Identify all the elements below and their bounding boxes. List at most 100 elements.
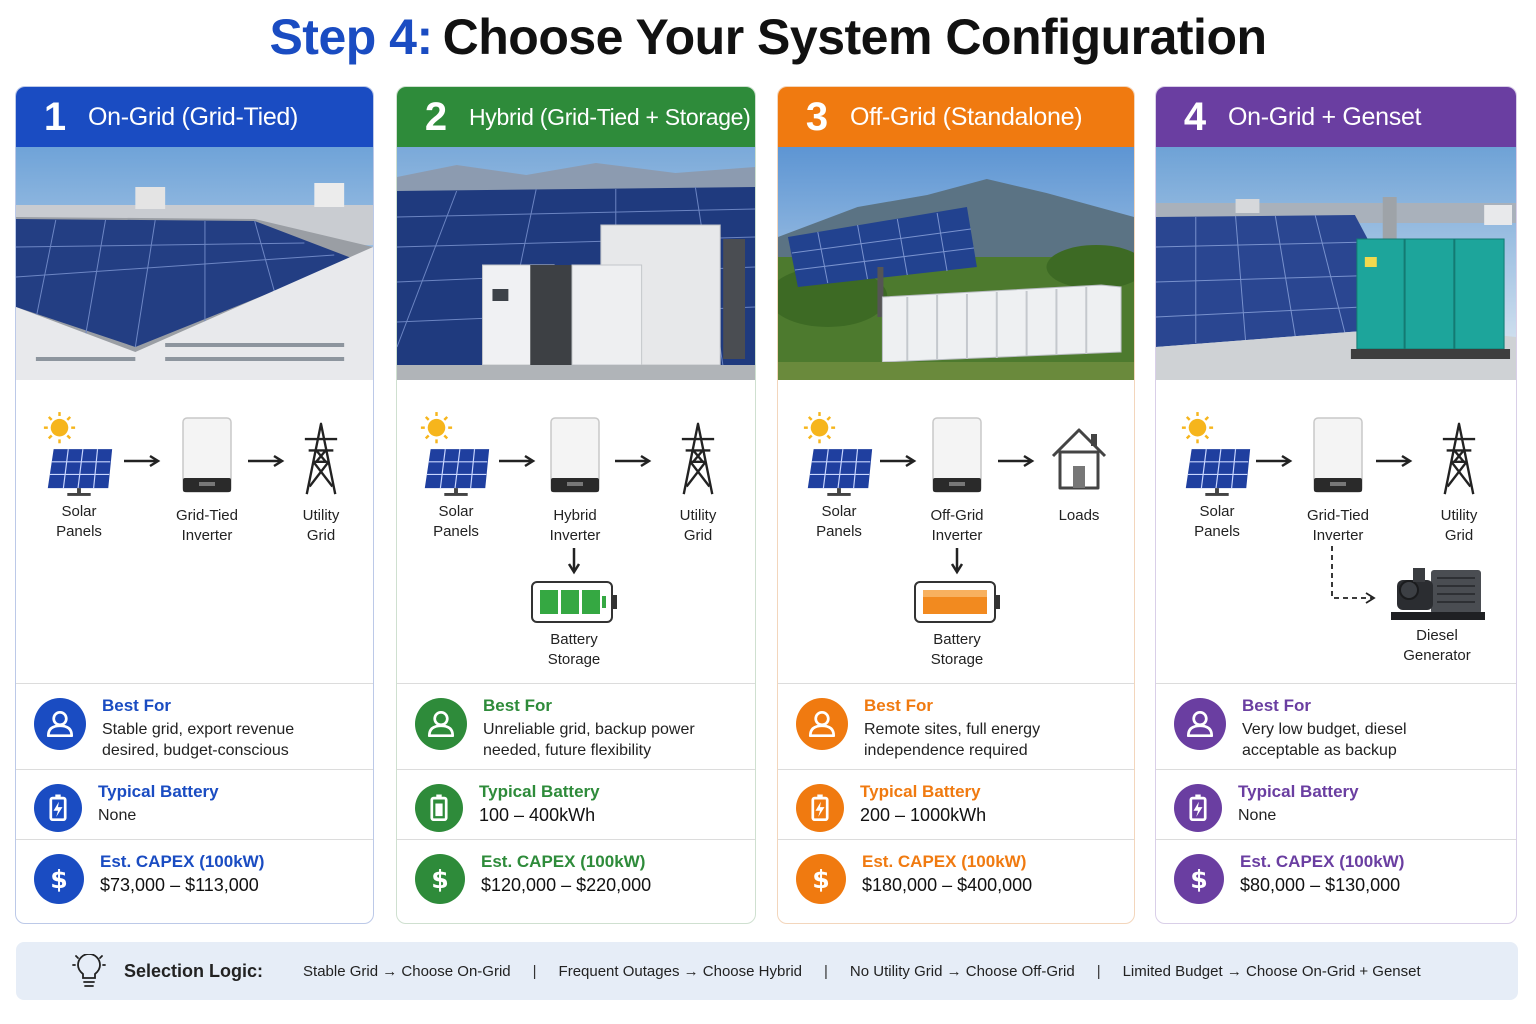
card-title: Hybrid (Grid-Tied + Storage) bbox=[469, 103, 751, 130]
best-for-text: Unreliable grid, backup power needed, fu… bbox=[483, 721, 695, 759]
logic-item-on-grid: Stable Grid → Choose On-Grid bbox=[303, 962, 511, 980]
capex-value: $120,000 – $220,000 bbox=[481, 875, 652, 895]
arrow-down-icon bbox=[567, 548, 581, 575]
battery-bolt-icon bbox=[1174, 784, 1222, 832]
transmission-tower-icon bbox=[673, 420, 723, 496]
selection-logic-title: Selection Logic: bbox=[124, 960, 264, 981]
person-icon bbox=[796, 698, 848, 750]
card-number: 3 bbox=[805, 94, 829, 139]
arrow-right-icon bbox=[880, 454, 917, 468]
dollar-icon bbox=[796, 854, 846, 904]
arrow-right-icon bbox=[1376, 454, 1413, 468]
off-grid-container-photo bbox=[778, 147, 1134, 380]
battery-label: Typical Battery bbox=[98, 782, 219, 801]
card-number: 4 bbox=[1183, 94, 1207, 139]
logic-item-off-grid: No Utility Grid → Choose Off-Grid bbox=[849, 962, 1075, 980]
best-for-text: Very low budget, diesel acceptable as ba… bbox=[1242, 721, 1407, 759]
inverter-icon bbox=[927, 416, 987, 496]
arrow-down-icon bbox=[950, 548, 964, 575]
arrow-right-icon bbox=[1256, 454, 1293, 468]
best-for-label: Best For bbox=[483, 696, 552, 715]
inverter-icon bbox=[177, 416, 237, 496]
solar-with-genset-photo bbox=[1156, 147, 1516, 380]
battery-row: Typical Battery 200 – 1000kWh bbox=[778, 770, 1134, 840]
battery-icon bbox=[415, 784, 463, 832]
solar-panel-icon bbox=[40, 410, 118, 498]
page-title: Step 4:Choose Your System Configuration bbox=[0, 8, 1536, 66]
inverter-icon bbox=[545, 416, 605, 496]
transmission-tower-icon bbox=[296, 420, 346, 496]
capex-label: Est. CAPEX (100kW) bbox=[1240, 852, 1405, 871]
battery-bolt-icon bbox=[34, 784, 82, 832]
arrow-right-icon bbox=[998, 454, 1035, 468]
battery-value: None bbox=[98, 807, 137, 824]
step-label: Step 4: bbox=[269, 9, 433, 65]
dollar-icon bbox=[34, 854, 84, 904]
house-icon bbox=[1049, 424, 1109, 494]
card-title: On-Grid + Genset bbox=[1228, 102, 1422, 131]
capex-label: Est. CAPEX (100kW) bbox=[862, 852, 1027, 871]
logic-separator: | bbox=[1096, 962, 1101, 980]
battery-label: Typical Battery bbox=[479, 782, 600, 801]
card-header: 3 Off-Grid (Standalone) bbox=[778, 87, 1134, 147]
card-header: 1 On-Grid (Grid-Tied) bbox=[16, 87, 373, 147]
transmission-tower-icon bbox=[1434, 420, 1484, 496]
best-for-label: Best For bbox=[1242, 696, 1311, 715]
arrow-right-icon bbox=[248, 454, 285, 468]
capex-row: Est. CAPEX (100kW) $80,000 – $130,000 bbox=[1156, 840, 1516, 922]
capex-value: $80,000 – $130,000 bbox=[1240, 875, 1401, 895]
loads-node: Loads bbox=[1024, 424, 1134, 526]
person-icon bbox=[415, 698, 467, 750]
arrow-right-icon bbox=[124, 454, 161, 468]
battery-value: 200 – 1000kWh bbox=[860, 805, 987, 825]
solar-panel-icon bbox=[417, 410, 495, 498]
battery-orange-icon bbox=[914, 581, 1000, 623]
capex-row: Est. CAPEX (100kW)$73,000 – $113,000 bbox=[16, 840, 373, 922]
logic-separator: | bbox=[532, 962, 537, 980]
best-for-label: Best For bbox=[102, 696, 171, 715]
logic-item-genset: Limited Budget → Choose On-Grid + Genset bbox=[1122, 962, 1421, 980]
capex-row: Est. CAPEX (100kW)$180,000 – $400,000 bbox=[778, 840, 1134, 922]
person-icon bbox=[34, 698, 86, 750]
capex-value: $73,000 – $113,000 bbox=[100, 875, 259, 895]
lightbulb-icon bbox=[72, 954, 106, 987]
battery-green-icon bbox=[531, 581, 617, 623]
card-header: 2 Hybrid (Grid-Tied + Storage) bbox=[397, 87, 755, 147]
logic-separator: | bbox=[824, 962, 828, 980]
battery-label: Typical Battery bbox=[860, 782, 981, 801]
arrow-right-icon bbox=[499, 454, 536, 468]
